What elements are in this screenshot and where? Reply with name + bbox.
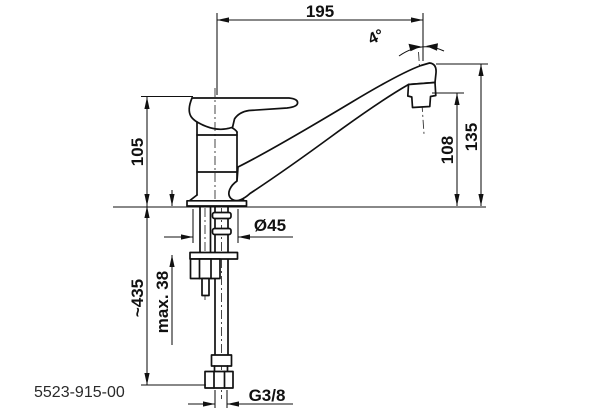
dim-tilt-angle-label: 4° xyxy=(366,27,387,49)
dim-body-height: 105 xyxy=(128,95,193,206)
dim-total-height-label: 135 xyxy=(462,123,481,151)
dim-spout-reach: 195 xyxy=(216,2,424,95)
dim-max-mounting-thickness: max. 38 xyxy=(153,190,175,345)
mixer-body xyxy=(196,121,238,196)
dim-outlet-height: 108 xyxy=(432,92,464,206)
dim-body-height-label: 105 xyxy=(128,138,147,166)
dim-tilt-angle: 4° xyxy=(366,27,445,57)
aerator xyxy=(406,81,437,109)
dim-base-diameter: Ø45 xyxy=(164,209,293,243)
lever-handle xyxy=(188,97,299,129)
spout xyxy=(228,62,437,202)
supply-hose xyxy=(210,205,233,373)
dim-connection-thread: G3/8 xyxy=(188,386,293,408)
dim-max-mounting-thickness-label: max. 38 xyxy=(153,271,172,333)
mounting-washer xyxy=(189,251,239,260)
dim-hose-length: ~435 xyxy=(128,206,206,386)
dim-hose-length-label: ~435 xyxy=(128,279,147,317)
dim-connection-thread-label: G3/8 xyxy=(249,386,286,405)
mounting-nut xyxy=(189,258,221,297)
dim-base-diameter-label: Ø45 xyxy=(254,216,286,235)
threaded-rod xyxy=(199,205,212,254)
dim-spout-reach-label: 195 xyxy=(306,2,334,21)
connection-nut xyxy=(204,370,234,389)
dim-total-height: 135 xyxy=(436,63,488,206)
dim-outlet-height-label: 108 xyxy=(438,136,457,164)
part-number: 5523-915-00 xyxy=(34,384,125,401)
faucet-outline xyxy=(186,62,437,389)
